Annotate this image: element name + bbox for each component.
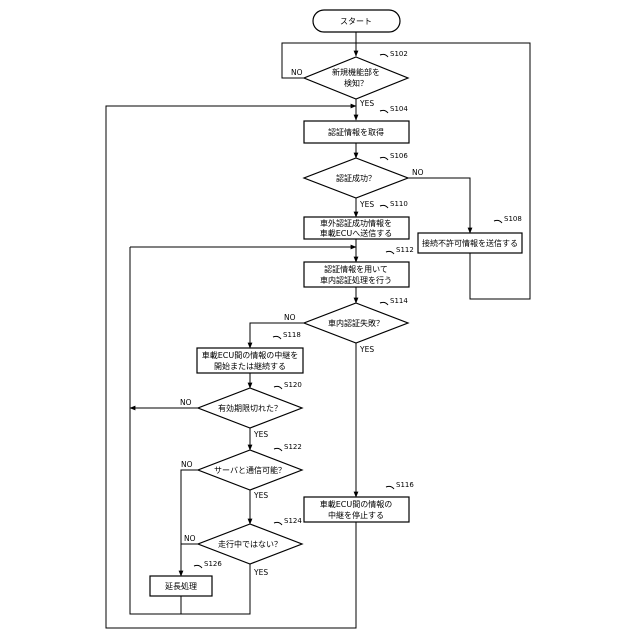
s112-line1: 認証情報を用いて	[324, 264, 388, 274]
s102-yes-label: YES	[359, 99, 374, 108]
s102-no-label: NO	[291, 68, 303, 77]
start-label: スタート	[340, 17, 372, 26]
decision-s102	[304, 57, 408, 99]
s108-step-id: S108	[504, 215, 522, 223]
s124-step-id: S124	[284, 517, 302, 525]
s102-step-id: S102	[390, 50, 408, 58]
s126-step-id: S126	[204, 560, 222, 568]
s114-yes-label: YES	[359, 345, 374, 354]
s120-line1: 有効期限切れた？	[218, 403, 282, 413]
s116-step-id: S116	[396, 481, 414, 489]
s106-line1: 認証成功？	[336, 173, 376, 183]
s112-line2: 車内認証処理を行う	[320, 275, 392, 285]
s120-yes-label: YES	[253, 430, 268, 439]
s104-step-id: S104	[390, 105, 408, 113]
s114-step-id: S114	[390, 297, 408, 305]
s118-line1: 車載ECU間の情報の中継を	[202, 350, 299, 360]
s104-line1: 認証情報を取得	[328, 127, 384, 137]
s110-step-id: S110	[390, 200, 408, 208]
s106-step-id: S106	[390, 152, 408, 160]
s114-no-label: NO	[284, 313, 296, 322]
s122-step-id: S122	[284, 443, 302, 451]
s124-no-label: NO	[184, 534, 196, 543]
s120-step-id: S120	[284, 381, 302, 389]
s126-line1: 延長処理	[165, 581, 197, 591]
s108-line1: 接続不許可情報を送信する	[422, 238, 518, 248]
s124-line1: 走行中ではない？	[218, 539, 282, 549]
s102-line2: 検知？	[344, 78, 368, 88]
s116-line2: 中継を停止する	[328, 510, 384, 520]
s106-no-label: NO	[412, 168, 424, 177]
s122-line1: サーバと通信可能？	[214, 465, 286, 475]
s110-line2: 車載ECUへ送信する	[320, 228, 393, 238]
s102-line1: 新規機能部を	[332, 67, 380, 77]
s124-yes-label: YES	[253, 568, 268, 577]
s114-line1: 車内認証失敗？	[328, 318, 384, 328]
s116-line1: 車載ECU間の情報の	[320, 499, 393, 509]
s122-yes-label: YES	[253, 491, 268, 500]
s120-no-label: NO	[180, 398, 192, 407]
s122-no-label: NO	[181, 460, 193, 469]
s106-yes-label: YES	[359, 200, 374, 209]
s112-step-id: S112	[396, 246, 414, 254]
s118-line2: 開始または継続する	[214, 361, 286, 371]
s118-step-id: S118	[283, 331, 301, 339]
s110-line1: 車外認証成功情報を	[320, 218, 392, 228]
